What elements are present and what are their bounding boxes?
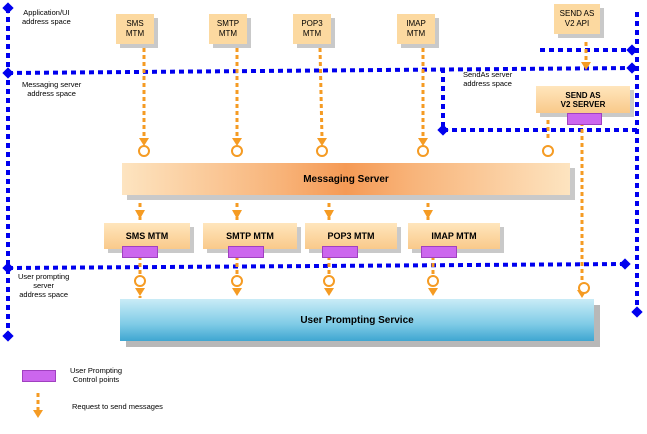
legend-control-point-swatch <box>22 370 56 382</box>
mid-mtm-pop3: POP3 MTM <box>305 223 397 249</box>
top-mtm-imap: IMAP MTM <box>397 14 435 44</box>
app-ui-address-space-label: Application/UI address space <box>22 8 71 26</box>
sendas-address-space-label: SendAs server address space <box>463 70 513 88</box>
user-prompting-service: User Prompting Service <box>120 299 594 341</box>
mid-mtm-smtp: SMTP MTM <box>203 223 297 249</box>
interface-circles <box>134 145 590 294</box>
messaging-server: Messaging Server <box>122 163 570 195</box>
arrow-heads <box>135 62 591 298</box>
top-mtm-smtp: SMTP MTM <box>209 14 247 44</box>
top-mtm-sms: SMS MTM <box>116 14 154 44</box>
legend-request-label: Request to send messages <box>72 402 163 411</box>
send-as-api: SEND AS V2 API <box>554 4 600 34</box>
mid-mtm-imap: IMAP MTM <box>408 223 500 249</box>
imap-control-point <box>421 246 457 258</box>
legend-arrow-icon <box>33 393 43 418</box>
pop3-control-point <box>322 246 358 258</box>
mid-mtm-sms: SMS MTM <box>104 223 190 249</box>
top-mtm-pop3: POP3 MTM <box>293 14 331 44</box>
sms-control-point <box>122 246 158 258</box>
prompting-boundary-top <box>7 262 626 270</box>
prompting-address-space-label: User prompting server address space <box>18 272 70 299</box>
smtp-control-point <box>228 246 264 258</box>
send-as-control-point <box>567 113 602 125</box>
messaging-address-space-label: Messaging server address space <box>22 80 82 98</box>
request-arrows <box>138 42 588 298</box>
send-as-server: SEND AS V2 SERVER <box>536 86 630 113</box>
legend-control-points-label: User Prompting Control points <box>70 366 123 384</box>
